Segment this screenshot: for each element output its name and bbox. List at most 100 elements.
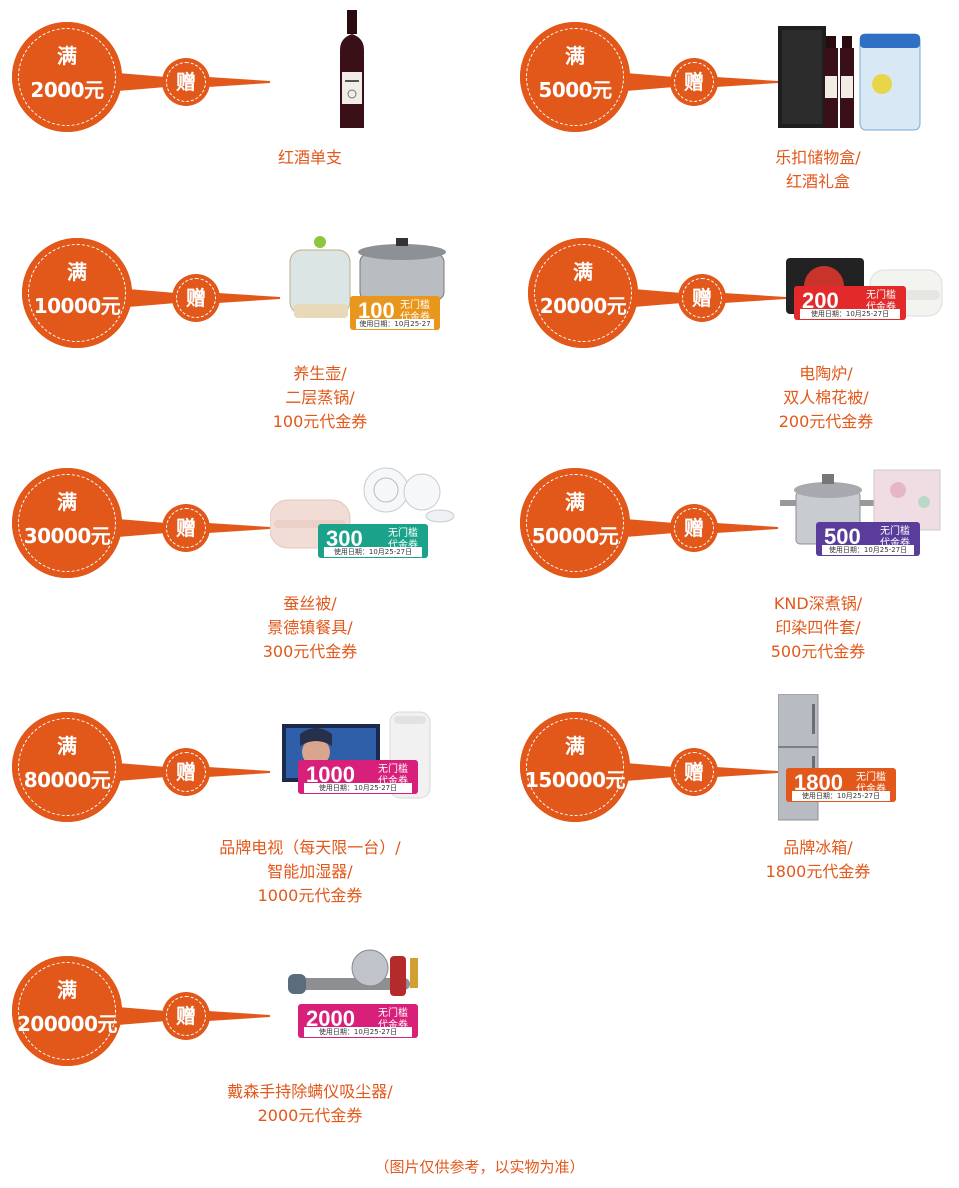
voucher-coupon: 300 无门槛代金券 使用日期：10月25-27日 [318, 524, 428, 558]
voucher-unit-bottom: 代金券 [378, 1020, 408, 1031]
voucher-date: 使用日期：10月25-27日 [822, 545, 914, 555]
tier-150000: 满 150000元 赠 1800 无门槛代金券 使用日期：10月25-27日 品… [508, 694, 959, 922]
voucher-unit-top: 无门槛 [880, 526, 910, 537]
tv-humidifier-icon [282, 711, 431, 799]
gift-caption: 品牌电视（每天限一台）/ 智能加湿器/ 1000元代金券 [160, 836, 460, 908]
gift-badge: 赠 [162, 992, 210, 1040]
voucher-unit-bottom: 代金券 [400, 312, 430, 323]
tier-200000: 满 200000元 赠 2000 无门槛代金券 使用日期：10月25-27日 戴… [0, 949, 470, 1166]
voucher-unit-bottom: 代金券 [856, 784, 886, 795]
man-label: 满 [573, 260, 593, 284]
gift-caption: KND深煮锅/ 印染四件套/ 500元代金券 [668, 592, 959, 664]
arrow-connector-icon [118, 519, 270, 537]
voucher-unit: 无门槛代金券 [400, 300, 430, 324]
gift-caption: 电陶炉/ 双人棉花被/ 200元代金券 [676, 362, 959, 434]
arrow-connector-icon [118, 1007, 270, 1025]
caption-line: 二层蒸锅/ [285, 388, 355, 407]
caption-line: 双人棉花被/ [783, 388, 869, 407]
threshold-amount: 10000元 [33, 294, 121, 318]
gift-badge: 赠 [670, 58, 718, 106]
threshold-amount: 50000元 [531, 524, 619, 548]
caption-line: 1000元代金券 [257, 886, 363, 905]
man-label: 满 [67, 260, 87, 284]
caption-line: 品牌电视（每天限一台）/ [219, 838, 401, 857]
threshold-amount: 200000元 [17, 1012, 118, 1036]
voucher-unit-top: 无门槛 [866, 290, 896, 301]
caption-line: 印染四件套/ [775, 618, 861, 637]
gift-caption: 养生壶/ 二层蒸锅/ 100元代金券 [170, 362, 470, 434]
induction-cooker-quilt-icon [786, 258, 943, 317]
caption-line: 1800元代金券 [765, 862, 871, 881]
voucher-coupon: 2000 无门槛代金券 使用日期：10月25-27日 [298, 1004, 418, 1038]
threshold-badge: 满 20000元 [528, 238, 638, 348]
voucher-value: 100 [358, 298, 395, 323]
caption-line: 2000元代金券 [257, 1106, 363, 1125]
voucher-unit-top: 无门槛 [378, 764, 408, 775]
gift-badge: 赠 [162, 504, 210, 552]
threshold-badge: 满 50000元 [520, 468, 630, 578]
threshold-amount: 20000元 [539, 294, 627, 318]
gift-badge: 赠 [678, 274, 726, 322]
man-label: 满 [57, 978, 77, 1002]
voucher-unit-top: 无门槛 [378, 1008, 408, 1019]
voucher-unit-top: 无门槛 [388, 528, 418, 539]
voucher-unit: 无门槛代金券 [378, 1008, 408, 1032]
voucher-unit-bottom: 代金券 [866, 302, 896, 313]
voucher-unit: 无门槛代金券 [388, 528, 418, 552]
voucher-date: 使用日期：10月25-27日 [356, 319, 434, 329]
arrow-connector-icon [626, 519, 778, 537]
voucher-coupon: 1000 无门槛代金券 使用日期：10月25-27日 [298, 760, 418, 794]
voucher-date: 使用日期：10月25-27日 [800, 309, 900, 319]
arrow-connector-icon [118, 73, 270, 91]
gift-badge: 赠 [162, 748, 210, 796]
caption-line: 智能加湿器/ [267, 862, 353, 881]
wine-bottle-icon [340, 10, 364, 128]
voucher-date: 使用日期：10月25-27日 [304, 1027, 412, 1037]
gift-badge: 赠 [162, 58, 210, 106]
voucher-date: 使用日期：10月25-27日 [304, 783, 412, 793]
voucher-date: 使用日期：10月25-27日 [324, 547, 422, 557]
caption-line: 红酒单支 [277, 148, 342, 167]
caption-line: KND深煮锅/ [773, 594, 863, 613]
caption-line: 300元代金券 [262, 642, 358, 661]
caption-line: 电陶炉/ [799, 364, 853, 383]
caption-line: 500元代金券 [770, 642, 866, 661]
silk-quilt-tableware-icon [270, 467, 455, 549]
man-label: 满 [57, 44, 77, 68]
refrigerator-icon [778, 694, 819, 821]
health-pot-steamer-icon [289, 236, 446, 318]
man-label: 满 [565, 734, 585, 758]
threshold-amount: 150000元 [525, 768, 626, 792]
caption-line: 200元代金券 [778, 412, 874, 431]
voucher-unit: 无门槛代金券 [866, 290, 896, 314]
voucher-unit: 无门槛代金券 [378, 764, 408, 788]
gift-caption: 乐扣储物盒/ 红酒礼盒 [668, 146, 959, 194]
threshold-amount: 5000元 [538, 78, 612, 102]
voucher-coupon: 1800 无门槛代金券 使用日期：10月25-27日 [786, 768, 896, 802]
tier-50000: 满 50000元 赠 500 无门槛代金券 使用日期：10月25-27日 KND… [508, 468, 959, 678]
threshold-badge: 满 10000元 [22, 238, 132, 348]
tier-20000: 满 20000元 赠 200 无门槛代金券 使用日期：10月25-27日 电陶炉… [516, 238, 959, 448]
threshold-amount: 80000元 [23, 768, 111, 792]
voucher-unit: 无门槛代金券 [856, 772, 886, 796]
vacuum-cleaner-icon [288, 949, 418, 996]
caption-line: 养生壶/ [293, 364, 347, 383]
tier-5000: 满 5000元 赠 乐扣储物盒/ 红酒礼盒 [508, 22, 959, 232]
voucher-value: 1000 [306, 762, 355, 787]
voucher-unit-top: 无门槛 [856, 772, 886, 783]
man-label: 满 [57, 490, 77, 514]
voucher-value: 2000 [306, 1006, 355, 1031]
voucher-unit-top: 无门槛 [400, 300, 430, 311]
caption-line: 景德镇餐具/ [267, 618, 353, 637]
arrow-connector-icon [626, 763, 778, 781]
gift-badge: 赠 [172, 274, 220, 322]
gift-caption: 蚕丝被/ 景德镇餐具/ 300元代金券 [160, 592, 460, 664]
voucher-unit: 无门槛代金券 [880, 526, 910, 550]
caption-line: 蚕丝被/ [283, 594, 337, 613]
threshold-amount: 30000元 [23, 524, 111, 548]
man-label: 满 [565, 490, 585, 514]
voucher-value: 500 [824, 524, 861, 549]
caption-line: 乐扣储物盒/ [775, 148, 861, 167]
gift-caption: 品牌冰箱/ 1800元代金券 [668, 836, 959, 884]
